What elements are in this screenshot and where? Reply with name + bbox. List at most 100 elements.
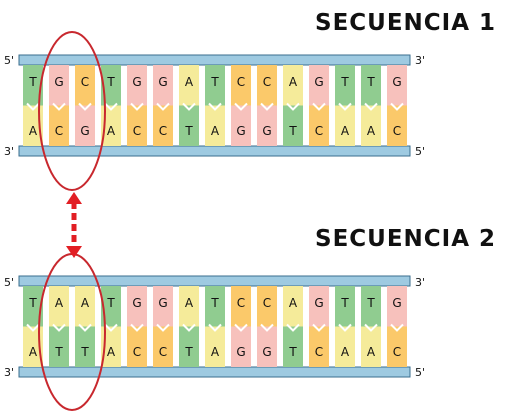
seq2-bond-12 — [312, 323, 326, 332]
seq1-highlight-ellipse — [38, 31, 106, 191]
seq2-bottom-nucleotide-5 — [127, 326, 147, 367]
seq2-bond-10 — [260, 323, 274, 332]
seq1-top-nucleotide-5 — [127, 65, 147, 106]
seq2-bottom-nucleotide-15 — [387, 326, 407, 367]
seq1-bond-1 — [26, 102, 40, 111]
seq1-bottom-base-label-11: T — [288, 124, 297, 138]
seq1-top-base-label-4: T — [106, 75, 115, 89]
seq2-bond-4 — [104, 323, 118, 332]
seq2-top-nucleotide-3 — [75, 286, 95, 327]
seq2-bottom-base-label-10: G — [262, 345, 271, 359]
seq2-bottom-base-label-8: A — [211, 345, 220, 359]
seq2-top-nucleotide-15 — [387, 286, 407, 327]
seq2-bottom-base-label-5: C — [133, 345, 141, 359]
seq1-bond-6 — [156, 102, 170, 111]
seq1-top-base-label-3: C — [81, 75, 89, 89]
seq1-bottom-base-label-14: A — [367, 124, 376, 138]
seq2-top-nucleotide-8 — [205, 286, 225, 327]
seq1-top-nucleotide-15 — [387, 65, 407, 106]
seq1-top-nucleotide-4 — [101, 65, 121, 106]
seq2-bottom-base-label-2: T — [54, 345, 63, 359]
seq2-bottom-nucleotide-6 — [153, 326, 173, 367]
seq2-bottom-nucleotide-2 — [49, 326, 69, 367]
seq1-bottom-base-label-5: C — [133, 124, 141, 138]
sequence-2-title: SECUENCIA 2 — [315, 226, 497, 252]
seq1-top-base-label-11: A — [289, 75, 298, 89]
seq2-end-right-bottom: 5' — [415, 366, 426, 379]
seq1-top-nucleotide-13 — [335, 65, 355, 106]
seq2-bond-9 — [234, 323, 248, 332]
seq1-bottom-nucleotide-1 — [23, 105, 43, 146]
seq1-bottom-nucleotide-15 — [387, 105, 407, 146]
seq1-bottom-base-label-7: T — [184, 124, 193, 138]
seq2-top-base-label-11: A — [289, 296, 298, 310]
seq2-bottom-nucleotide-9 — [231, 326, 251, 367]
seq1-top-base-label-13: T — [340, 75, 349, 89]
seq1-top-nucleotide-10 — [257, 65, 277, 106]
seq1-bottom-nucleotide-6 — [153, 105, 173, 146]
seq1-bottom-nucleotide-8 — [205, 105, 225, 146]
seq2-bond-13 — [338, 323, 352, 332]
seq1-bottom-nucleotide-11 — [283, 105, 303, 146]
seq1-bottom-backbone — [18, 145, 411, 157]
seq1-end-left-bottom: 3' — [4, 145, 15, 158]
seq2-bottom-base-label-11: T — [288, 345, 297, 359]
seq2-bottom-nucleotide-3 — [75, 326, 95, 367]
seq2-top-base-label-15: G — [392, 296, 401, 310]
seq2-top-base-label-6: G — [158, 296, 167, 310]
seq1-bottom-nucleotide-5 — [127, 105, 147, 146]
seq1-bottom-base-label-2: C — [55, 124, 63, 138]
seq1-top-nucleotide-12 — [309, 65, 329, 106]
seq1-bottom-nucleotide-10 — [257, 105, 277, 146]
seq2-top-base-label-12: G — [314, 296, 323, 310]
seq1-end-right-top: 3' — [415, 54, 426, 67]
seq1-top-base-label-12: G — [314, 75, 323, 89]
seq2-top-base-label-3: A — [81, 296, 90, 310]
seq2-bond-1 — [26, 323, 40, 332]
seq1-bond-7 — [182, 102, 196, 111]
seq1-bottom-base-label-1: A — [29, 124, 38, 138]
seq1-end-right-bottom: 5' — [415, 145, 426, 158]
seq2-bottom-nucleotide-13 — [335, 326, 355, 367]
comparison-arrow-head-down — [66, 246, 82, 258]
seq2-bottom-base-label-13: A — [341, 345, 350, 359]
seq1-bond-13 — [338, 102, 352, 111]
seq2-top-nucleotide-5 — [127, 286, 147, 327]
seq1-bottom-nucleotide-2 — [49, 105, 69, 146]
seq2-top-base-label-14: T — [366, 296, 375, 310]
seq2-top-base-label-4: T — [106, 296, 115, 310]
seq2-bond-5 — [130, 323, 144, 332]
seq1-bond-3 — [78, 102, 92, 111]
seq2-top-nucleotide-2 — [49, 286, 69, 327]
seq1-top-base-label-14: T — [366, 75, 375, 89]
seq1-top-nucleotide-11 — [283, 65, 303, 106]
seq2-top-nucleotide-11 — [283, 286, 303, 327]
seq2-bottom-base-label-7: T — [184, 345, 193, 359]
seq2-end-right-top: 3' — [415, 276, 426, 289]
seq2-top-base-label-1: T — [28, 296, 37, 310]
seq2-bottom-base-label-3: T — [80, 345, 89, 359]
seq1-bottom-nucleotide-7 — [179, 105, 199, 146]
seq2-bottom-base-label-9: G — [236, 345, 245, 359]
seq1-bottom-base-label-8: A — [211, 124, 220, 138]
seq1-bottom-nucleotide-4 — [101, 105, 121, 146]
seq2-bottom-nucleotide-7 — [179, 326, 199, 367]
seq1-bond-10 — [260, 102, 274, 111]
seq1-bond-4 — [104, 102, 118, 111]
seq1-bottom-base-label-12: C — [315, 124, 323, 138]
seq1-top-nucleotide-8 — [205, 65, 225, 106]
seq2-bottom-nucleotide-1 — [23, 326, 43, 367]
seq1-top-nucleotide-3 — [75, 65, 95, 106]
seq1-top-nucleotide-9 — [231, 65, 251, 106]
seq1-bottom-base-label-10: G — [262, 124, 271, 138]
seq1-bottom-nucleotide-3 — [75, 105, 95, 146]
seq2-top-nucleotide-10 — [257, 286, 277, 327]
seq1-bond-15 — [390, 102, 404, 111]
seq2-end-left-bottom: 3' — [4, 366, 15, 379]
seq2-bond-14 — [364, 323, 378, 332]
seq1-top-base-label-10: C — [263, 75, 271, 89]
seq2-top-nucleotide-1 — [23, 286, 43, 327]
seq2-top-nucleotide-9 — [231, 286, 251, 327]
seq2-top-nucleotide-13 — [335, 286, 355, 327]
